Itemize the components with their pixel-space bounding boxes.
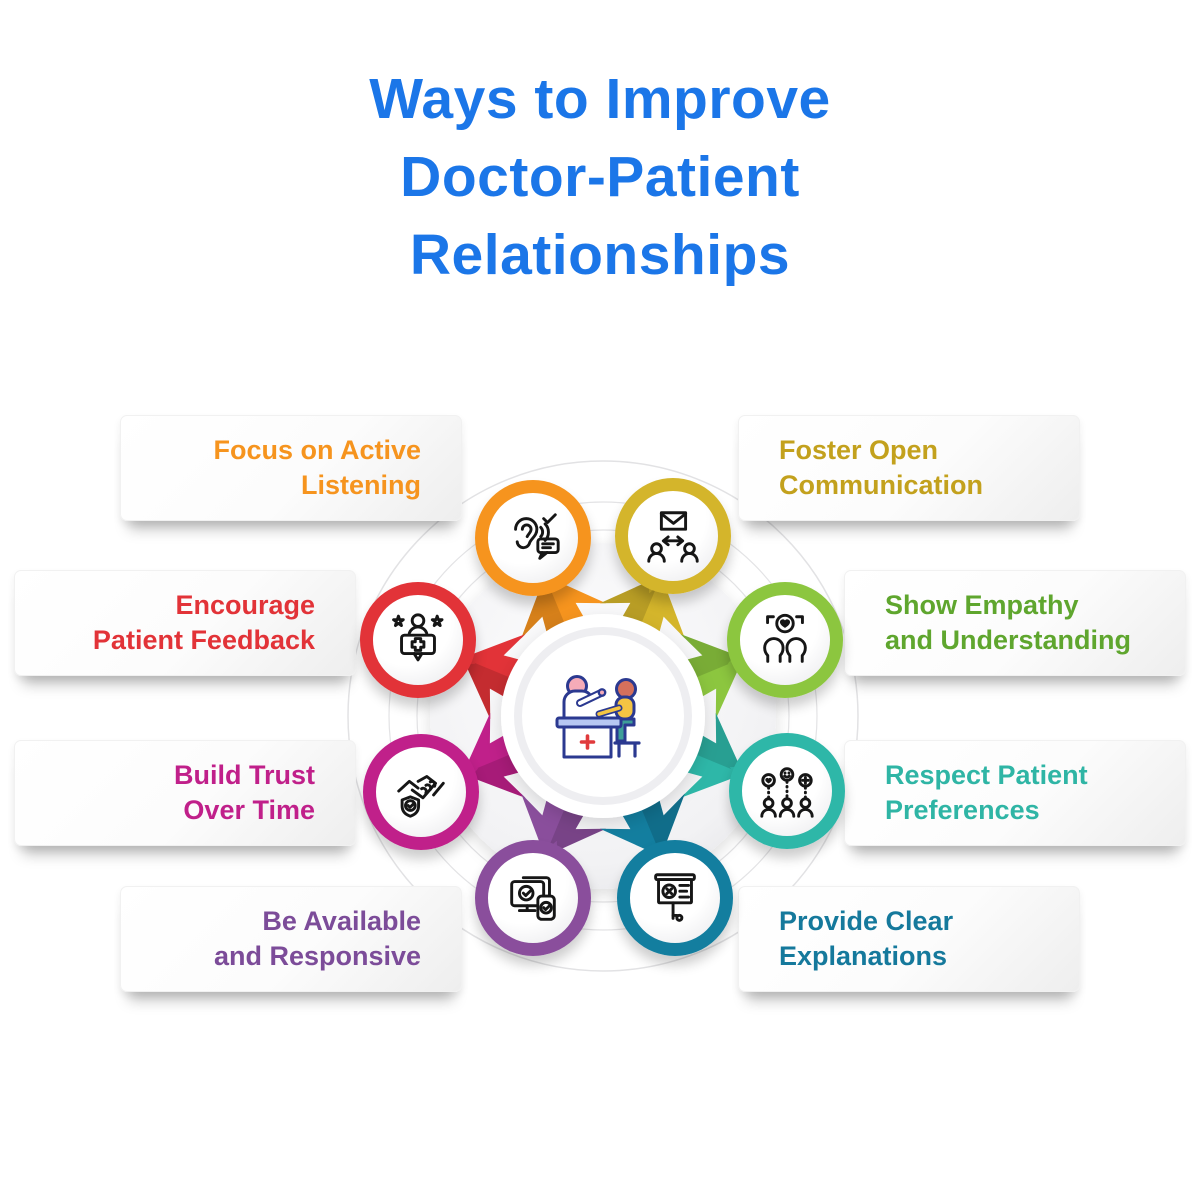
- page-title: Ways to Improve Doctor-Patient Relations…: [0, 60, 1200, 294]
- card-label-line: Patient Feedback: [92, 625, 315, 655]
- band-outer-edge: [388, 501, 818, 931]
- badge-patient-feedback: [360, 582, 476, 698]
- card-label-line: Show Empathy: [885, 590, 1079, 620]
- card-label-line: Build Trust: [174, 760, 315, 790]
- title-line-1: Ways to Improve: [369, 67, 831, 131]
- band-inner-edge: [416, 529, 790, 903]
- handshake-shield-icon: [397, 775, 445, 818]
- outer-ring: [347, 460, 859, 972]
- presentation-board-icon: [654, 873, 696, 922]
- card-label-line: and Understanding: [885, 625, 1132, 655]
- card-label-line: Explanations: [779, 941, 948, 971]
- badge-patient-preferences: [729, 733, 845, 849]
- message-exchange-icon: [647, 511, 699, 563]
- card-available-responsive: Be Available and Responsive: [120, 886, 462, 992]
- title-line-3: Relationships: [409, 223, 791, 287]
- card-label-line: and Responsive: [213, 941, 421, 971]
- card-label-line: Provide Clear: [779, 906, 954, 936]
- connector-band: [390, 503, 816, 929]
- badge-active-listening: [475, 480, 591, 596]
- card-label-line: Respect Patient: [885, 760, 1088, 790]
- card-label-line: Encourage: [175, 590, 315, 620]
- empathy-heads-icon: [763, 613, 807, 663]
- card-label-line: Preferences: [885, 795, 1040, 825]
- card-label-line: Over Time: [183, 795, 315, 825]
- people-preferences-icon: [760, 767, 814, 818]
- badge-available-responsive: [475, 840, 591, 956]
- doctor-patient-illustration: [555, 675, 641, 759]
- badge-clear-explanations: [617, 840, 733, 956]
- card-label-line: Listening: [301, 470, 421, 500]
- badge-open-communication: [615, 478, 731, 594]
- card-label-line: Focus on Active: [213, 435, 421, 465]
- devices-check-icon: [510, 876, 556, 921]
- circular-diagram: [347, 460, 859, 972]
- card-label-line: Be Available: [262, 906, 421, 936]
- badge-empathy: [727, 582, 843, 698]
- ear-listening-icon: [514, 513, 560, 560]
- badge-build-trust: [363, 734, 479, 850]
- patient-feedback-icon: [392, 613, 444, 662]
- card-label-line: Communication: [779, 470, 984, 500]
- title-line-2: Doctor-Patient: [400, 145, 800, 209]
- card-label-line: Foster Open: [779, 435, 939, 465]
- card-empathy: Show Empathy and Understanding: [844, 570, 1186, 676]
